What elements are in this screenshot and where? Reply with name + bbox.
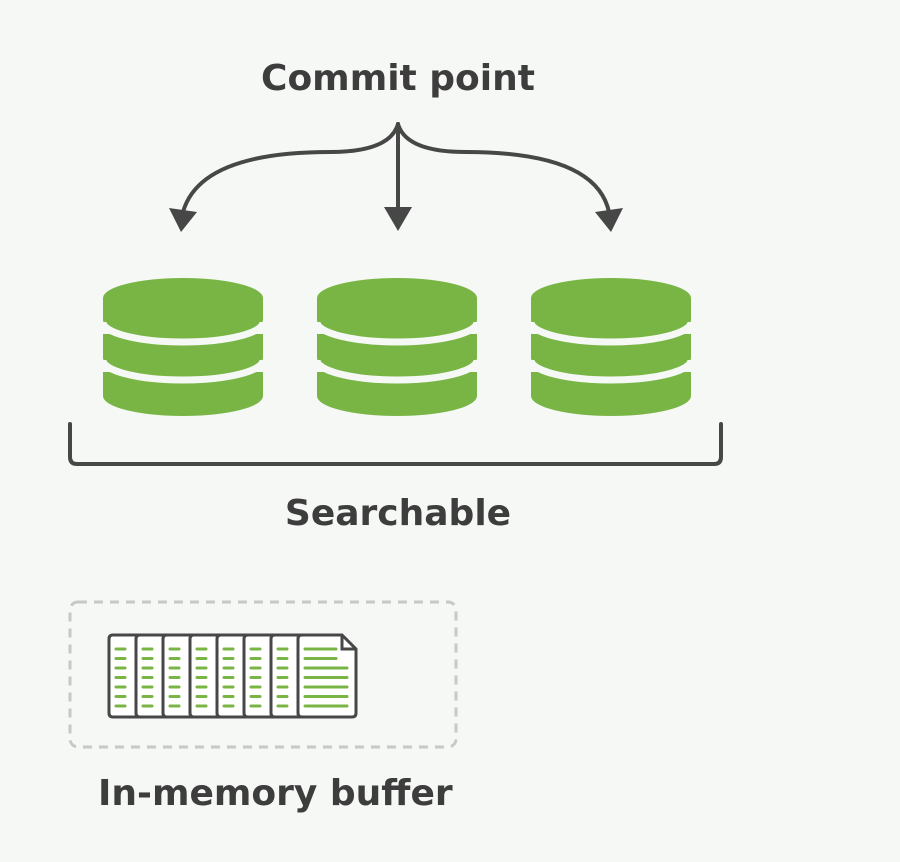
segments-group [99,278,695,416]
in-memory-buffer-label: In-memory buffer [98,773,453,814]
segment-separator [313,321,481,346]
searchable-label: Searchable [285,493,511,534]
segment-separator [527,359,695,384]
segment-layer [103,372,263,416]
segment-separator [313,359,481,384]
arrow-to-segment-3 [396,122,611,214]
searchable-bracket [68,422,723,466]
arrowhead-2 [384,207,412,231]
buffered-document-8 [296,633,358,719]
segment-layer [317,334,477,378]
segment-database-3 [527,278,695,416]
buffered-documents-group [107,633,358,719]
segment-layer [531,372,691,416]
segment-layer [531,334,691,378]
segment-layer [103,334,263,378]
segment-layer [317,372,477,416]
segment-top [531,278,691,318]
segment-separator [527,321,695,346]
segment-separator [99,359,267,384]
segment-top [317,278,477,318]
segment-separator [99,321,267,346]
arrow-to-segment-1 [181,122,400,214]
segment-top [103,278,263,318]
segment-database-2 [313,278,481,416]
commit-point-label: Commit point [261,58,535,99]
in-memory-buffer-box [68,600,458,749]
arrowhead-3 [595,208,623,232]
segment-database-1 [99,278,267,416]
arrowheads [169,207,623,232]
arrowhead-1 [169,208,197,232]
commit-arrows [181,122,611,214]
document-fold [340,635,356,651]
